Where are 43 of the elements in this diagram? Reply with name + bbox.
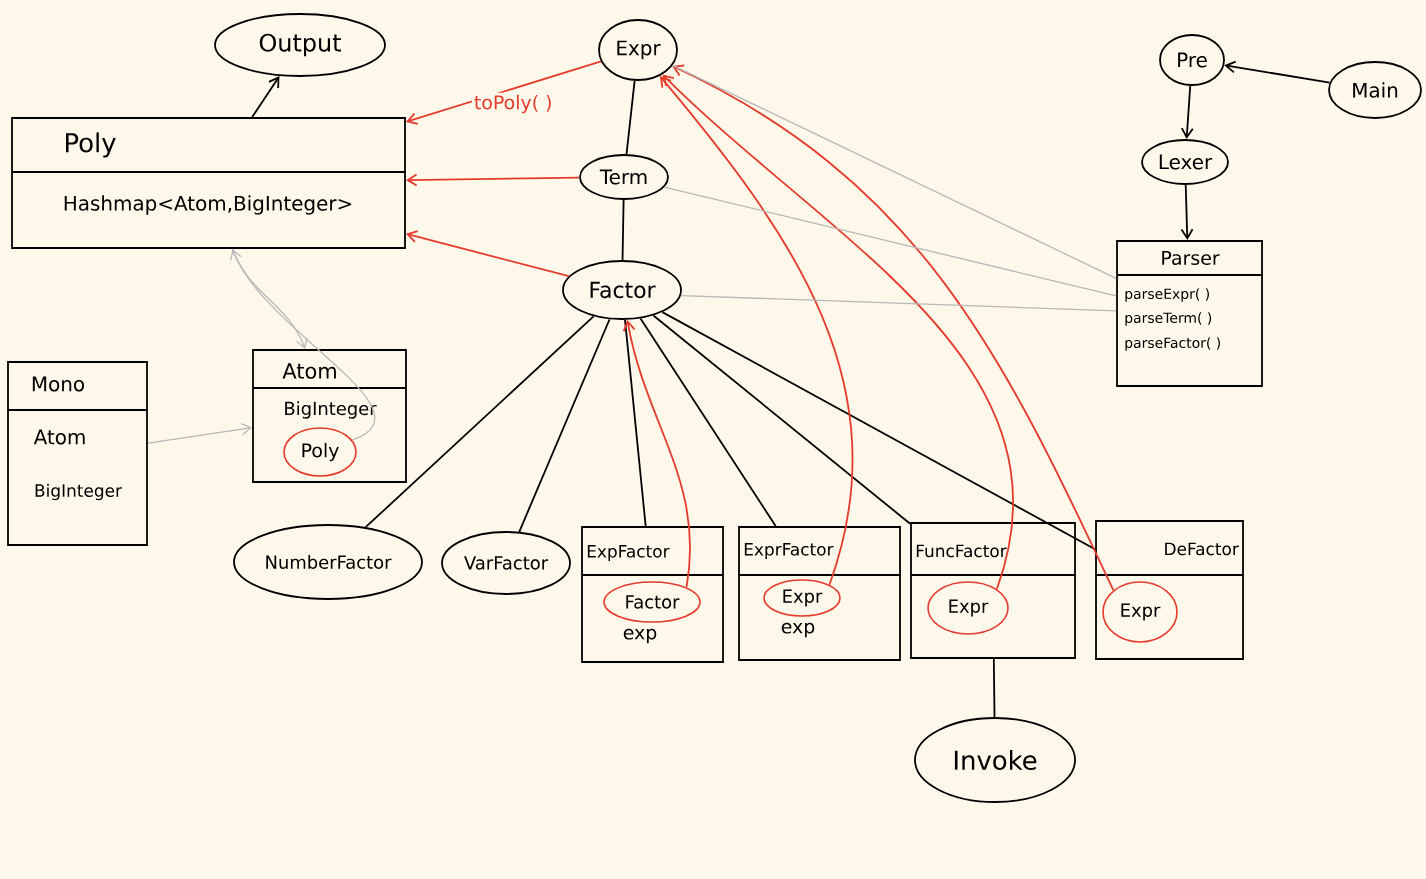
arrow: [672, 64, 1115, 592]
class-box: Parser parseExpr( ) parseTerm( ) parseFactor( ): [1116, 240, 1263, 387]
ellipse-node: Pre: [1159, 34, 1225, 86]
connector-line: [364, 315, 595, 529]
arrow: [251, 75, 280, 118]
arrow: [405, 173, 581, 187]
arrow: [1180, 84, 1194, 140]
arrow: [1180, 184, 1194, 241]
circled-field: Factor: [603, 581, 701, 623]
class-box: Mono Atom BigInteger: [7, 361, 148, 546]
ellipse-node: VarFactor: [441, 531, 571, 595]
arrow: [230, 248, 376, 441]
circled-field: Expr: [927, 581, 1009, 635]
arrow: [147, 422, 253, 444]
circled-field: Expr: [763, 579, 841, 617]
connector-line: [624, 318, 647, 527]
circled-field: Expr: [1102, 581, 1178, 643]
ellipse-node: Factor: [562, 260, 682, 320]
arrow: [405, 60, 602, 125]
connector-line: [652, 314, 911, 525]
ellipse-node: Expr: [598, 19, 678, 81]
arrow: [662, 74, 1014, 590]
connector-line: [680, 294, 1117, 312]
connector-line: [518, 318, 611, 533]
ellipse-node: Invoke: [914, 717, 1076, 803]
arrow: [659, 75, 854, 586]
ellipse-node: NumberFactor: [233, 524, 423, 600]
ellipse-node: Output: [214, 13, 386, 77]
connector-line: [621, 199, 625, 261]
ellipse-node: Term: [579, 154, 669, 200]
arrow: [622, 319, 691, 589]
connector-line: [992, 658, 996, 718]
connector-line: [661, 311, 1096, 551]
connector-line: [671, 64, 1117, 279]
arrow: [1224, 60, 1331, 84]
circled-field: Poly: [283, 427, 357, 477]
connector-line: [663, 186, 1117, 297]
connector-line: [639, 317, 777, 527]
arrow: [405, 230, 570, 278]
class-box: Poly Hashmap<Atom,BigInteger>: [11, 117, 406, 249]
ellipse-node: Main: [1328, 61, 1422, 119]
connector-line: [625, 79, 636, 156]
ellipse-node: Lexer: [1141, 139, 1229, 185]
